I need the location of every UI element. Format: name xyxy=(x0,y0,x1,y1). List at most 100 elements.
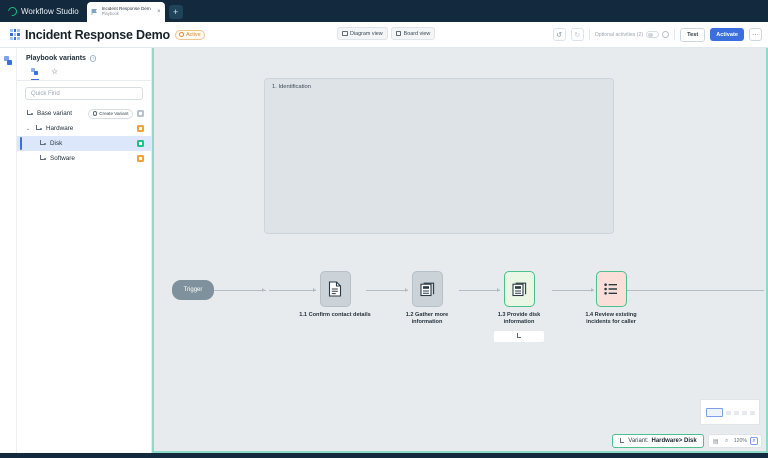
branch-icon xyxy=(26,110,33,117)
variant-tree: Base variant Create Variant ⌄ Hardware D… xyxy=(17,106,151,166)
status-badge-label: Active xyxy=(185,31,201,38)
connector xyxy=(366,290,408,291)
tree-item-disk[interactable]: Disk xyxy=(17,136,151,151)
playbook-icon xyxy=(10,29,20,40)
canvas-statusbar: Variant: Hardware> Disk ▤ ⌕ 120% ⌕ xyxy=(612,434,762,448)
divider xyxy=(674,29,676,40)
zoom-box-icon[interactable]: ⌕ xyxy=(750,437,758,445)
connector-arrow xyxy=(262,288,265,292)
activate-button[interactable]: Activate xyxy=(710,28,744,41)
fit-icon[interactable]: ▤ xyxy=(712,438,719,445)
node-box[interactable] xyxy=(595,271,627,307)
star-icon: ☆ xyxy=(51,67,59,76)
help-icon[interactable]: ? xyxy=(89,55,97,62)
tab-board-view[interactable]: Board view xyxy=(390,27,436,40)
node-variant-badge[interactable] xyxy=(494,330,544,342)
tree-item-label: Disk xyxy=(50,140,63,147)
connector-arrow xyxy=(405,288,408,292)
variants-rail-icon[interactable] xyxy=(3,56,13,65)
variant-status-badge xyxy=(137,140,144,147)
connector xyxy=(459,290,500,291)
group-label: 1. Identification xyxy=(272,84,311,90)
variant-prefix: Variant: xyxy=(628,438,649,444)
node-box[interactable] xyxy=(503,271,535,307)
branch-icon xyxy=(35,125,42,132)
tree-item-base-variant[interactable]: Base variant Create Variant xyxy=(17,106,151,121)
variant-status-badge xyxy=(137,110,144,117)
undo-button[interactable]: ↺ xyxy=(552,28,566,41)
sidebar-playbook-variants: Playbook variants ? ☆ Quick Find Base va… xyxy=(17,48,152,453)
activity-node-1-3[interactable]: 1.3 Provide disk information xyxy=(482,271,556,342)
node-label: 1.3 Provide disk information xyxy=(497,312,541,326)
create-variant-button[interactable]: Create Variant xyxy=(88,108,133,119)
browser-tab-playbook[interactable]: Incident Response Dem Playbook × xyxy=(86,2,165,22)
form-icon xyxy=(419,282,435,297)
phase-group-identification[interactable]: 1. Identification xyxy=(264,78,614,234)
activity-node-1-1[interactable]: 1.1 Confirm contact details xyxy=(298,271,372,319)
status-badge: Active xyxy=(174,29,205,40)
new-tab-button[interactable]: + xyxy=(168,5,183,19)
node-label: 1.4 Review existing incidents for caller xyxy=(585,312,637,326)
plus-circle-icon xyxy=(92,111,98,116)
branch-icon xyxy=(39,140,46,147)
form-icon xyxy=(511,282,527,297)
sidebar-title: Playbook variants xyxy=(26,55,86,62)
variant-value: Hardware> Disk xyxy=(651,438,697,444)
tree-item-label: Hardware xyxy=(46,125,74,132)
tree-item-hardware[interactable]: ⌄ Hardware xyxy=(17,121,151,136)
current-variant-indicator[interactable]: Variant: Hardware> Disk xyxy=(612,434,704,448)
diagram-canvas[interactable]: Trigger 1. Identification xyxy=(152,48,768,453)
workflow-studio-logo-icon xyxy=(6,4,19,18)
tab-board-view-label: Board view xyxy=(403,30,431,37)
tree-item-label: Base variant xyxy=(37,110,73,117)
app-header: Incident Response Demo Active Diagram vi… xyxy=(0,22,768,48)
connector-arrow xyxy=(591,288,594,292)
variant-status-badge xyxy=(137,125,144,132)
optional-activities-label: Optional activities (2) xyxy=(594,31,644,38)
left-rail xyxy=(0,48,17,453)
redo-button[interactable]: ↻ xyxy=(570,28,584,41)
zoom-controls: ▤ ⌕ 120% ⌕ xyxy=(707,434,762,448)
connector-arrow xyxy=(497,288,500,292)
board-icon xyxy=(395,30,402,37)
node-label: 1.2 Gather more information xyxy=(405,312,449,326)
document-icon xyxy=(328,281,342,297)
node-box[interactable] xyxy=(319,271,351,307)
tree-item-software[interactable]: Software xyxy=(17,151,151,166)
divider xyxy=(588,29,590,40)
app-body: Playbook variants ? ☆ Quick Find Base va… xyxy=(0,48,768,453)
list-icon xyxy=(604,283,618,295)
brand: Workflow Studio xyxy=(6,0,87,22)
view-switcher: Diagram view Board view xyxy=(337,27,436,40)
test-button[interactable]: Test xyxy=(680,27,706,42)
diagram-icon xyxy=(342,30,348,37)
sidebar-tabs: ☆ xyxy=(17,62,151,81)
brand-label: Workflow Studio xyxy=(21,6,79,16)
minimap-node xyxy=(750,411,755,415)
chevron-down-icon[interactable]: ⌄ xyxy=(26,125,31,132)
activity-node-1-2[interactable]: 1.2 Gather more information xyxy=(390,271,464,327)
sidebar-tab-variants[interactable] xyxy=(31,68,39,80)
gear-icon[interactable] xyxy=(662,31,670,38)
search-input[interactable]: Quick Find xyxy=(25,87,143,100)
branch-icon xyxy=(619,438,625,444)
create-variant-label: Create Variant xyxy=(99,111,129,116)
more-options-button[interactable]: ⋯ xyxy=(749,28,762,41)
node-box[interactable] xyxy=(411,271,443,307)
zoom-level: 120% xyxy=(733,438,747,444)
variants-icon xyxy=(31,68,39,76)
minimap-viewport[interactable] xyxy=(706,408,723,417)
sidebar-tab-favorites[interactable]: ☆ xyxy=(51,68,58,80)
minimap-node xyxy=(734,411,739,415)
connector xyxy=(552,290,594,291)
connector xyxy=(214,290,266,291)
optional-activities-toggle[interactable] xyxy=(646,31,660,38)
minimap-node xyxy=(742,411,747,415)
close-icon[interactable]: × xyxy=(157,9,161,15)
activity-node-1-4[interactable]: 1.4 Review existing incidents for caller xyxy=(574,271,648,327)
tab-diagram-view[interactable]: Diagram view xyxy=(337,27,388,40)
zoom-search-icon[interactable]: ⌕ xyxy=(725,437,729,444)
trigger-node[interactable]: Trigger xyxy=(172,280,214,300)
minimap[interactable] xyxy=(700,399,760,425)
